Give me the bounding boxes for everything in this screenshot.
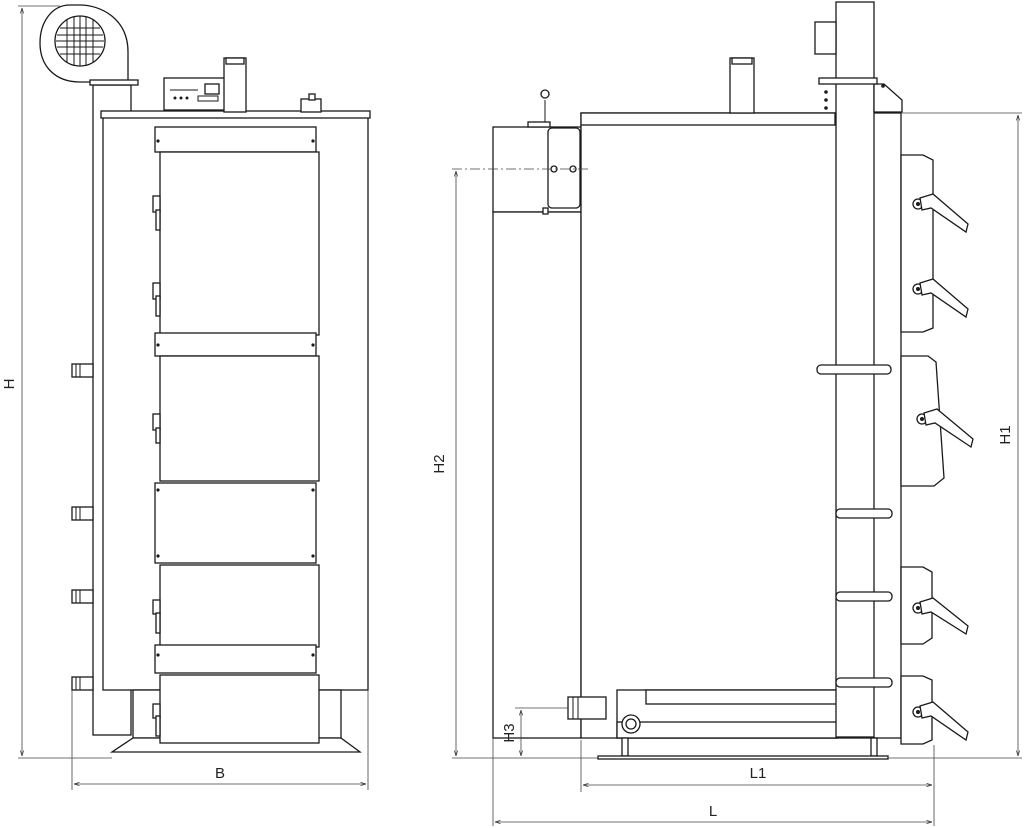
dim-label-h2: H2 bbox=[431, 454, 448, 473]
dim-label-l1: L1 bbox=[750, 765, 767, 782]
front-view: H B bbox=[1, 4, 371, 790]
handle-3 bbox=[916, 408, 974, 449]
blower-fan bbox=[39, 4, 139, 86]
handle-5 bbox=[912, 701, 969, 742]
flue-column bbox=[814, 1, 903, 738]
dimension-h1: H1 bbox=[888, 112, 1022, 759]
dimension-l: L bbox=[492, 738, 935, 826]
handle-1 bbox=[912, 193, 969, 234]
dim-label-b: B bbox=[215, 765, 225, 782]
door-handles bbox=[900, 154, 974, 745]
dim-label-h1: H1 bbox=[997, 425, 1014, 444]
dimension-l1: L1 bbox=[580, 740, 935, 792]
water-fittings bbox=[71, 363, 94, 691]
handle-4 bbox=[912, 597, 969, 636]
side-view: H2 H3 H1 L1 L bbox=[431, 1, 1022, 826]
dimension-h3: H3 bbox=[501, 707, 568, 756]
controller-box bbox=[163, 77, 234, 111]
dim-label-h3: H3 bbox=[501, 723, 518, 742]
handle-2 bbox=[912, 278, 969, 319]
dimension-h2: H2 bbox=[431, 171, 598, 759]
dim-label-l: L bbox=[709, 803, 717, 820]
air-damper bbox=[527, 89, 581, 215]
front-doors bbox=[152, 126, 320, 744]
dimension-b: B bbox=[71, 690, 369, 790]
dim-label-h: H bbox=[1, 379, 18, 390]
dimension-h: H bbox=[1, 5, 112, 759]
